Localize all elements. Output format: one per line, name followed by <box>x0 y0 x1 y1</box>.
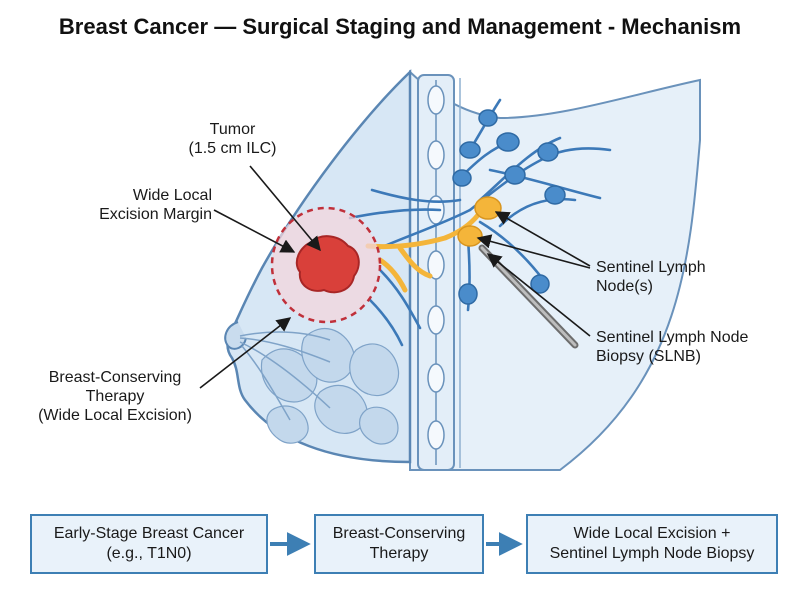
label-margin: Wide Local Excision Margin <box>70 186 212 224</box>
label-tumor-line-2: (1.5 cm ILC) <box>188 140 277 157</box>
label-slnb-line-2: Biopsy (SLNB) <box>596 348 701 365</box>
glandular-tissue <box>260 327 400 445</box>
label-slnb: Sentinel Lymph Node Biopsy (SLNB) <box>596 328 786 366</box>
label-sentinel-nodes: Sentinel Lymph Node(s) <box>596 258 786 296</box>
sentinel-drainage <box>365 212 481 293</box>
flow-box-2-line-2: Therapy <box>369 545 429 562</box>
label-sentinel-line-1: Sentinel Lymph <box>596 259 706 276</box>
leader-bct <box>199 317 292 389</box>
flow-box-3-line-1: Wide Local Excision + <box>573 525 731 542</box>
page-title: Breast Cancer — Surgical Staging and Man… <box>58 14 742 39</box>
label-margin-line-2: Excision Margin <box>99 206 212 223</box>
label-bct: Breast-Conserving Therapy (Wide Local Ex… <box>20 368 210 425</box>
flow-box-wle-slnb: Wide Local Excision + Sentinel Lymph Nod… <box>526 514 778 574</box>
label-bct-line-1: Breast-Conserving <box>48 369 182 386</box>
ducts <box>239 331 331 421</box>
flow-box-2-line-1: Breast-Conserving <box>332 525 466 542</box>
label-bct-line-3: (Wide Local Excision) <box>38 407 192 424</box>
lymph-nodes <box>452 109 566 305</box>
leader-sentinel-2 <box>476 234 591 269</box>
label-slnb-line-1: Sentinel Lymph Node <box>596 329 749 346</box>
label-margin-line-1: Wide Local <box>132 187 212 204</box>
leader-margin <box>213 209 296 253</box>
flow-box-1-line-2: (e.g., T1N0) <box>106 545 192 562</box>
flow-box-bct: Breast-Conserving Therapy <box>314 514 484 574</box>
flow-box-1-line-1: Early-Stage Breast Cancer <box>53 525 245 542</box>
chest-wall <box>409 69 701 471</box>
flow-box-early-stage: Early-Stage Breast Cancer (e.g., T1N0) <box>30 514 268 574</box>
leader-slnb <box>486 253 591 337</box>
label-tumor-line-1: Tumor <box>209 121 256 138</box>
leader-sentinel-1 <box>494 211 591 267</box>
label-sentinel-line-2: Node(s) <box>596 278 653 295</box>
flow-box-3-line-2: Sentinel Lymph Node Biopsy <box>549 545 755 562</box>
leader-tumor <box>249 165 321 252</box>
leader-lines <box>199 165 591 389</box>
label-tumor: Tumor (1.5 cm ILC) <box>170 120 295 158</box>
label-bct-line-2: Therapy <box>85 388 145 405</box>
